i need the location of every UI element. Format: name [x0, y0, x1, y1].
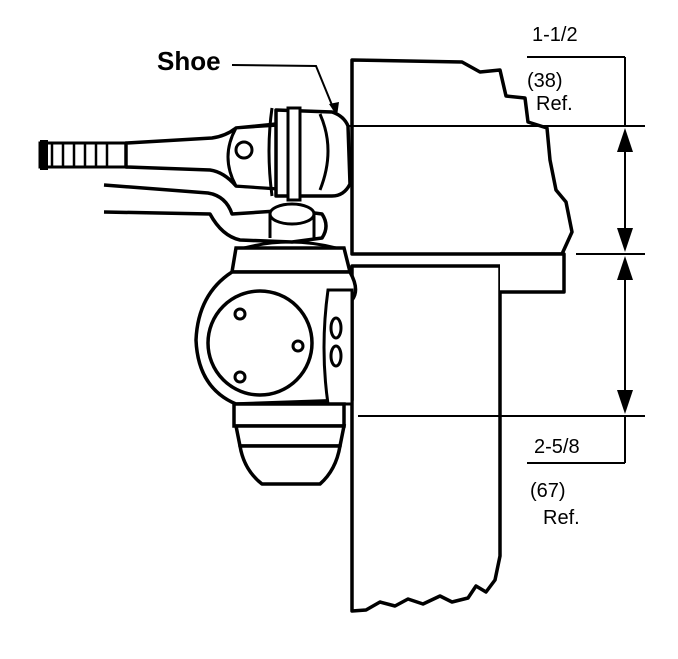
lower-dimension-fraction: 2-5/8 [534, 436, 580, 458]
upper-dimension-ref: Ref. [536, 93, 573, 115]
shoe-leader-arrow [329, 102, 339, 116]
lower-dimension-ref: Ref. [543, 507, 580, 529]
main-arm [103, 183, 328, 244]
extension-lines [348, 56, 645, 464]
shoe-bracket [267, 106, 352, 202]
door-stop [500, 252, 566, 294]
shoe-leader [231, 64, 335, 111]
upper-dimension-metric: (38) [527, 70, 563, 92]
door-panel [350, 264, 502, 613]
lower-dimension-metric: (67) [530, 480, 566, 502]
closer-body [194, 240, 358, 486]
shoe-label: Shoe [157, 46, 221, 76]
frame-header [350, 58, 574, 256]
dimension-lower [617, 256, 633, 414]
dimension-upper [617, 128, 633, 252]
upper-dimension-fraction: 1-1/2 [532, 24, 578, 46]
